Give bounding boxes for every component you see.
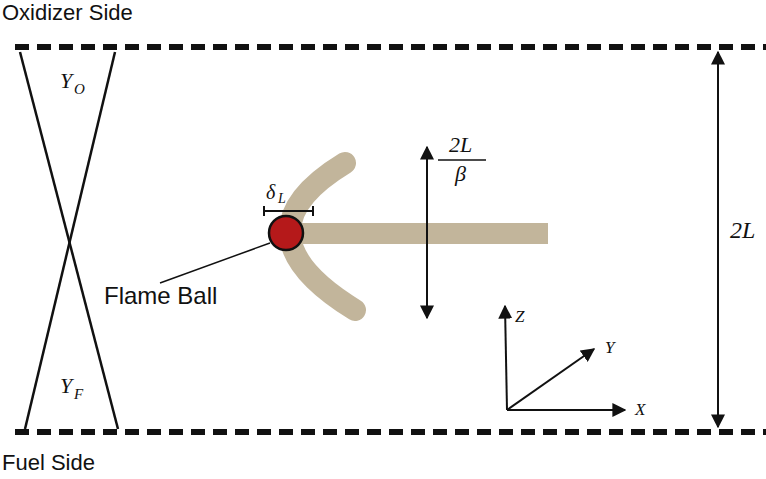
profile-line	[20, 52, 118, 429]
axis-arrow	[505, 306, 507, 410]
dimension-label: 2L	[730, 218, 755, 242]
axis-label: Z	[515, 308, 524, 325]
fraction-bar	[438, 159, 486, 161]
subscript: L	[278, 192, 286, 206]
thickness-tick	[312, 206, 314, 216]
subscript: O	[74, 82, 85, 97]
dimension-arrow	[426, 147, 428, 318]
flame-ball	[269, 216, 303, 250]
callout-label: Flame Ball	[104, 284, 217, 308]
dimension-arrow	[717, 52, 719, 427]
variable-symbol: Y	[60, 70, 72, 92]
variable-symbol: Y	[60, 375, 72, 397]
axis-arrow	[507, 409, 625, 411]
fraction-numerator: 2L	[449, 134, 472, 156]
side-label: Fuel Side	[2, 452, 95, 474]
thickness-bar	[264, 210, 313, 212]
flame-tail	[296, 223, 548, 244]
subscript: F	[74, 387, 83, 402]
side-label: Oxidizer Side	[2, 2, 133, 24]
fraction-denominator: β	[455, 163, 466, 185]
axis-arrow	[507, 349, 594, 410]
oxidizer-boundary	[15, 44, 766, 50]
variable-symbol: δ	[266, 182, 275, 202]
axis-label: Y	[605, 339, 614, 356]
thickness-tick	[263, 206, 265, 216]
profile-line	[25, 52, 115, 429]
fuel-boundary	[15, 429, 766, 435]
leader-line	[160, 243, 270, 283]
axis-label: X	[635, 401, 645, 418]
